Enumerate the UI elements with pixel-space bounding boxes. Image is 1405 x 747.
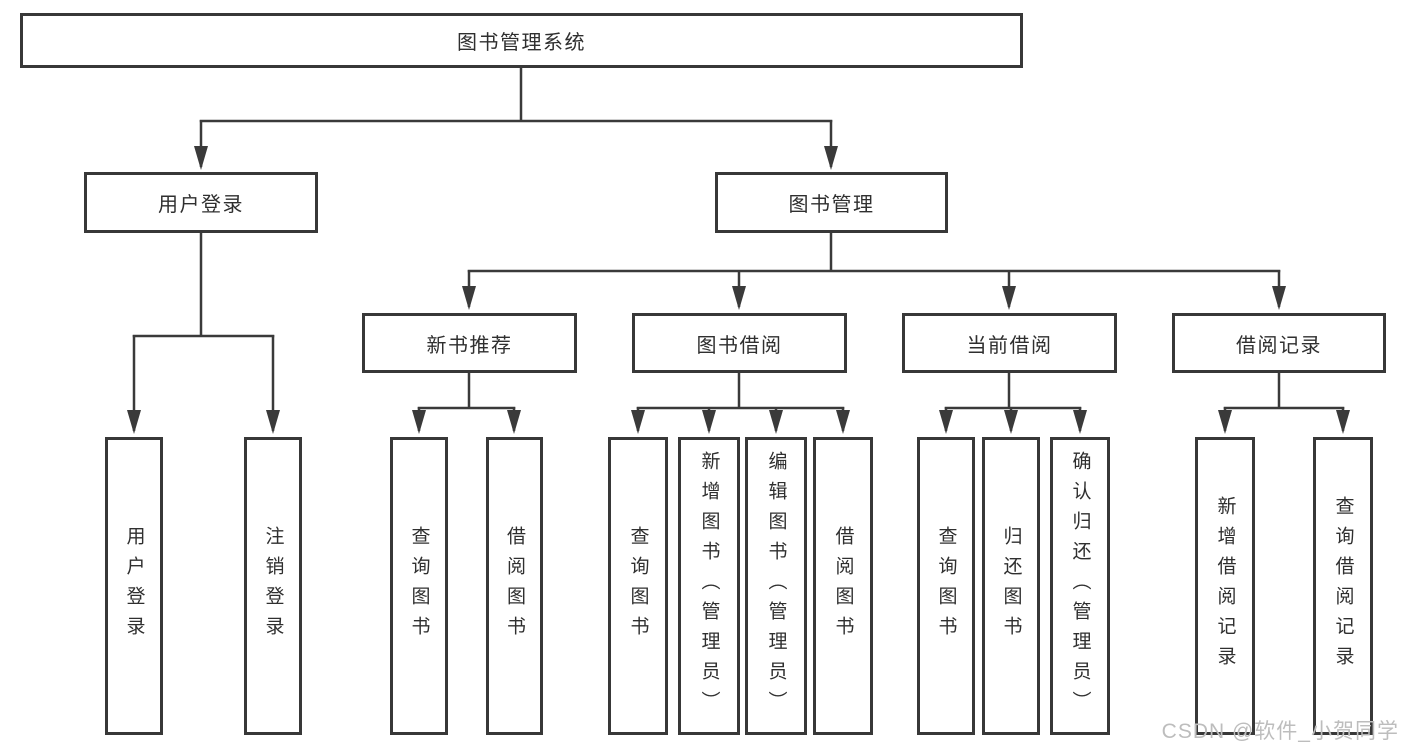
leaf-borrow-book: 借阅图书 [813, 437, 873, 735]
node-book-borrowing: 图书借阅 [632, 313, 847, 373]
connector-borrow-records [1218, 373, 1350, 434]
connector-book-mgmt [462, 233, 1286, 310]
leaf-query-books-current: 查询图书 [917, 437, 975, 735]
leaf-confirm-return-admin: 确认归还（管理员） [1050, 437, 1110, 735]
node-current-borrowing: 当前借阅 [902, 313, 1117, 373]
leaf-logout: 注销登录 [244, 437, 302, 735]
node-user-login: 用户登录 [84, 172, 318, 233]
leaf-edit-book-admin: 编辑图书（管理员） [745, 437, 807, 735]
leaf-query-borrow-record: 查询借阅记录 [1313, 437, 1373, 735]
leaf-add-borrow-record: 新增借阅记录 [1195, 437, 1255, 735]
node-borrow-records: 借阅记录 [1172, 313, 1386, 373]
connector-new-book [412, 373, 521, 434]
leaf-query-books: 查询图书 [390, 437, 448, 735]
node-book-management: 图书管理 [715, 172, 948, 233]
connector-user-login [127, 233, 280, 434]
connector-current-borrow [939, 373, 1087, 434]
leaf-borrow-books: 借阅图书 [486, 437, 543, 735]
leaf-user-login: 用户登录 [105, 437, 163, 735]
csdn-watermark: CSDN @软件_小贺同学 [1161, 720, 1399, 743]
connector-book-borrow [631, 373, 850, 434]
leaf-query-books-borrow: 查询图书 [608, 437, 668, 735]
leaf-add-book-admin: 新增图书（管理员） [678, 437, 740, 735]
leaf-return-book: 归还图书 [982, 437, 1040, 735]
node-new-book-recommend: 新书推荐 [362, 313, 577, 373]
node-library-system: 图书管理系统 [20, 13, 1023, 68]
connector-root [194, 68, 838, 170]
